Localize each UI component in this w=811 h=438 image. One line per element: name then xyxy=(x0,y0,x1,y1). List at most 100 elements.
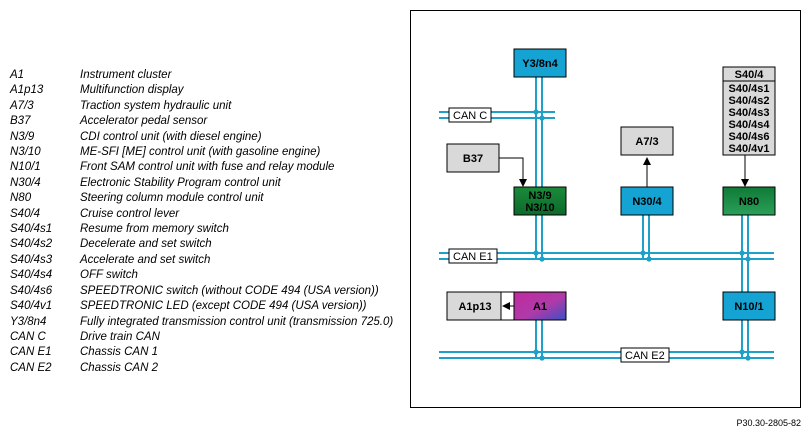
legend-description: Resume from memory switch xyxy=(80,223,229,236)
box-s40-4-line: S40/4s6 xyxy=(729,131,770,143)
legend-code: S40/4s2 xyxy=(10,238,53,251)
box-y3-8n4-label: Y3/8n4 xyxy=(522,58,558,70)
bus-label-can-e2: CAN E2 xyxy=(620,347,670,363)
box-n80-label: N80 xyxy=(739,196,759,208)
box-n3-9-label: N3/9 xyxy=(528,190,551,202)
legend-description: Chassis CAN 1 xyxy=(80,346,158,359)
box-y3-8n4: Y3/8n4 xyxy=(513,48,567,78)
legend-row: N3/10 ME-SFI [ME] control unit (with gaso… xyxy=(10,145,400,160)
legend-description: CDI control unit (with diesel engine) xyxy=(80,130,262,143)
legend-code: CAN C xyxy=(10,330,46,343)
legend-row: B37 Accelerator pedal sensor xyxy=(10,114,400,129)
box-a7-3: A7/3 xyxy=(620,126,674,156)
legend-row: S40/4v1 SPEEDTRONIC LED (except CODE 494 … xyxy=(10,299,400,314)
box-s40-4-line: S40/4s4 xyxy=(729,119,771,131)
box-n30-4: N30/4 xyxy=(620,186,674,216)
legend-row: N30/4 Electronic Stability Program contro… xyxy=(10,176,400,191)
legend-code: CAN E1 xyxy=(10,346,52,359)
legend-description: Steering column module control unit xyxy=(80,192,264,205)
bus-label-can-c-text: CAN C xyxy=(453,110,487,122)
legend-row: S40/4s1 Resume from memory switch xyxy=(10,222,400,237)
legend-row: Y3/8n4 Fully integrated transmission cont… xyxy=(10,315,400,330)
box-a1p13-label: A1p13 xyxy=(458,301,491,313)
box-n3-9-n3-10: N3/9 N3/10 xyxy=(513,186,567,216)
box-a7-3-label: A7/3 xyxy=(635,136,658,148)
legend-code: A1p13 xyxy=(10,84,44,97)
legend-description: Chassis CAN 2 xyxy=(80,361,158,374)
legend-code: S40/4s6 xyxy=(10,284,53,297)
box-n80: N80 xyxy=(722,186,776,216)
box-s40-4-line: S40/4v1 xyxy=(729,143,770,155)
legend-code: N3/10 xyxy=(10,146,41,159)
box-s40-4-line: S40/4 xyxy=(735,69,765,81)
legend-description: Cruise control lever xyxy=(80,207,180,220)
bus-junction-dots xyxy=(533,109,751,361)
bus-label-can-c: CAN C xyxy=(448,107,492,123)
legend-row: S40/4 Cruise control lever xyxy=(10,207,400,222)
legend-row: CAN C Drive train CAN xyxy=(10,330,400,345)
legend-row: S40/4s3 Accelerate and set switch xyxy=(10,253,400,268)
box-n10-1-label: N10/1 xyxy=(734,301,763,313)
legend-code: A7/3 xyxy=(10,99,34,112)
legend-description: Drive train CAN xyxy=(80,330,160,343)
legend-row: S40/4s4 OFF switch xyxy=(10,268,400,283)
legend-row: N10/1 Front SAM control unit with fuse an… xyxy=(10,160,400,175)
box-b37-label: B37 xyxy=(463,153,483,165)
legend-code: S40/4 xyxy=(10,207,41,220)
legend-row: N3/9 CDI control unit (with diesel engine… xyxy=(10,130,400,145)
box-b37: B37 xyxy=(446,143,500,173)
legend-row: N80 Steering column module control unit xyxy=(10,191,400,206)
legend-description: SPEEDTRONIC LED (except CODE 494 (USA ve… xyxy=(80,300,367,313)
box-a1-label: A1 xyxy=(533,301,547,313)
legend-row: A7/3 Traction system hydraulic unit xyxy=(10,99,400,114)
box-s40-4-line: S40/4s2 xyxy=(729,95,770,107)
legend-row: CAN E1 Chassis CAN 1 xyxy=(10,345,400,360)
box-n3-10-label: N3/10 xyxy=(525,202,554,214)
bus-vertical-lines xyxy=(535,77,749,358)
legend-code: A1 xyxy=(10,69,25,81)
legend-description: Traction system hydraulic unit xyxy=(80,99,232,112)
legend-code: S40/4s1 xyxy=(10,223,53,236)
box-n30-4-label: N30/4 xyxy=(632,196,662,208)
legend-code: N3/9 xyxy=(10,130,35,143)
diagram-canvas: CAN C CAN E1 CAN E2 Y3/8n4 B37 N3/9 N3/1… xyxy=(439,48,776,363)
legend-row: S40/4s6 SPEEDTRONIC switch (without CODE … xyxy=(10,284,400,299)
legend-description: Decelerate and set switch xyxy=(80,238,212,251)
legend-code: S40/4v1 xyxy=(10,300,53,313)
bus-can-e2-lines xyxy=(439,351,774,359)
legend-row: A1p13 Multifunction display xyxy=(10,83,400,98)
legend-row: S40/4s2 Decelerate and set switch xyxy=(10,237,400,252)
legend-description: Accelerate and set switch xyxy=(80,253,211,266)
legend-description: Fully integrated transmission control un… xyxy=(80,315,394,328)
legend-description: ME-SFI [ME] control unit (with gasoline … xyxy=(80,146,321,159)
figure-reference: P30.30-2805-82 xyxy=(736,418,801,428)
box-s40-4-line: S40/4s1 xyxy=(729,83,770,95)
legend-code: N30/4 xyxy=(10,176,41,189)
legend-description: Accelerator pedal sensor xyxy=(80,115,208,128)
bus-label-can-e1: CAN E1 xyxy=(448,248,498,264)
legend-row: A1 Instrument cluster xyxy=(10,68,400,83)
legend-description: Multifunction display xyxy=(80,84,184,97)
legend-row: CAN E2 Chassis CAN 2 xyxy=(10,361,400,376)
bus-label-can-e2-text: CAN E2 xyxy=(625,350,665,362)
legend-code: B37 xyxy=(10,115,31,128)
legend-code: S40/4s4 xyxy=(10,269,53,282)
box-a1: A1 xyxy=(513,291,567,321)
legend-code: Y3/8n4 xyxy=(10,315,47,328)
legend-code: N10/1 xyxy=(10,161,41,174)
bus-label-can-e1-text: CAN E1 xyxy=(453,251,493,263)
legend-description: Front SAM control unit with fuse and rel… xyxy=(80,161,335,174)
box-s40-4-group: S40/4S40/4s1S40/4s2S40/4s3S40/4s4S40/4s6… xyxy=(722,66,776,156)
can-bus-diagram: CAN C CAN E1 CAN E2 Y3/8n4 B37 N3/9 N3/1… xyxy=(410,10,801,408)
legend-code: N80 xyxy=(10,192,32,205)
legend-description: SPEEDTRONIC switch (without CODE 494 (US… xyxy=(80,284,379,297)
legend-code: S40/4s3 xyxy=(10,253,53,266)
legend-code: CAN E2 xyxy=(10,361,52,374)
legend-description: Electronic Stability Program control uni… xyxy=(80,176,281,189)
box-n10-1: N10/1 xyxy=(722,291,776,321)
arrow-b37-to-n3 xyxy=(499,157,527,187)
legend-description: OFF switch xyxy=(80,269,138,282)
legend-description: Instrument cluster xyxy=(80,69,172,81)
box-s40-4-line: S40/4s3 xyxy=(729,107,770,119)
